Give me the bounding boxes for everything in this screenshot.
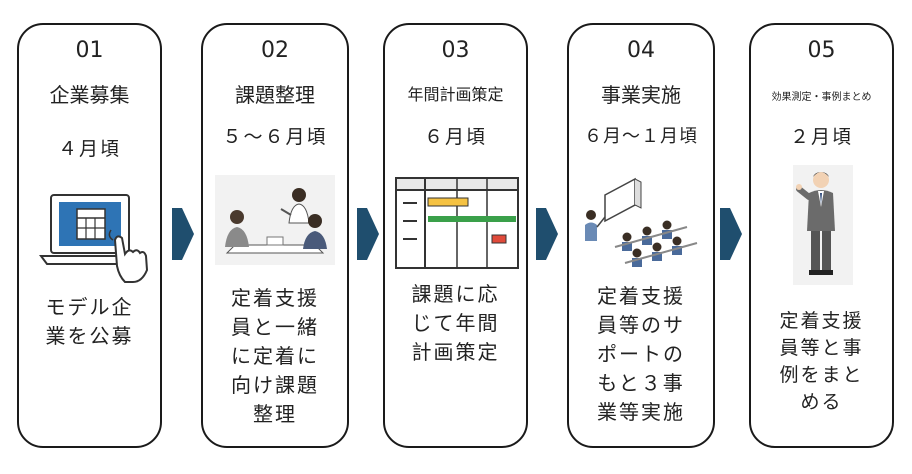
step-period: ６月頃	[423, 126, 487, 148]
gantt-chart-icon	[395, 177, 519, 273]
step-card-04: 04 事業実施 ６月～１月頃 定着支援 員等のサ ポートの もと３事 業等実施	[567, 23, 715, 448]
step-card-03: 03 年間計画策定 ６月頃 課題に応 じて年間 計画策定	[383, 23, 528, 448]
step-number: 02	[261, 38, 289, 63]
step-description: 課題に応 じて年間 計画策定	[411, 282, 500, 364]
chevron-right-icon	[720, 208, 742, 260]
step-title: 年間計画策定	[407, 85, 504, 104]
step-card-02: 02 課題整理 ５～６月頃 定着支援 員と一緒 に定着に 向け課題 整理	[201, 23, 349, 448]
step-period: ４月頃	[57, 138, 121, 160]
laptop-touch-icon	[37, 190, 152, 289]
step-period: ５～６月頃	[222, 126, 328, 148]
step-title: 企業募集	[49, 83, 130, 107]
step-card-05: 05 効果測定・事例まとめ ２月頃 定着支援 員等と事 例をまと める	[749, 23, 894, 448]
step-period: ２月頃	[789, 126, 853, 148]
step-description: 定着支援 員等のサ ポートの もと３事 業等実施	[597, 284, 685, 424]
step-description: 定着支援 員等と事 例をまと める	[779, 310, 864, 413]
step-title: 事業実施	[601, 83, 681, 107]
step-description: 定着支援 員と一緒 に定着に 向け課題 整理	[231, 286, 319, 426]
step-number: 04	[627, 38, 655, 63]
meeting-people-illustration	[215, 175, 335, 269]
step-description: モデル企 業を公募	[45, 295, 134, 348]
step-title: 効果測定・事例まとめ	[771, 92, 872, 103]
step-number: 03	[441, 38, 470, 63]
step-number: 05	[807, 38, 836, 63]
step-title: 課題整理	[235, 83, 315, 107]
presenter-man-illustration	[793, 165, 853, 289]
classroom-illustration	[577, 165, 707, 284]
chevron-right-icon	[172, 208, 194, 260]
step-number: 01	[75, 38, 104, 63]
step-period: ６月～１月頃	[584, 126, 698, 147]
step-card-01: 01 企業募集 ４月頃 モデル企 業を公募	[17, 23, 162, 448]
chevron-right-icon	[536, 208, 558, 260]
chevron-right-icon	[357, 208, 379, 260]
